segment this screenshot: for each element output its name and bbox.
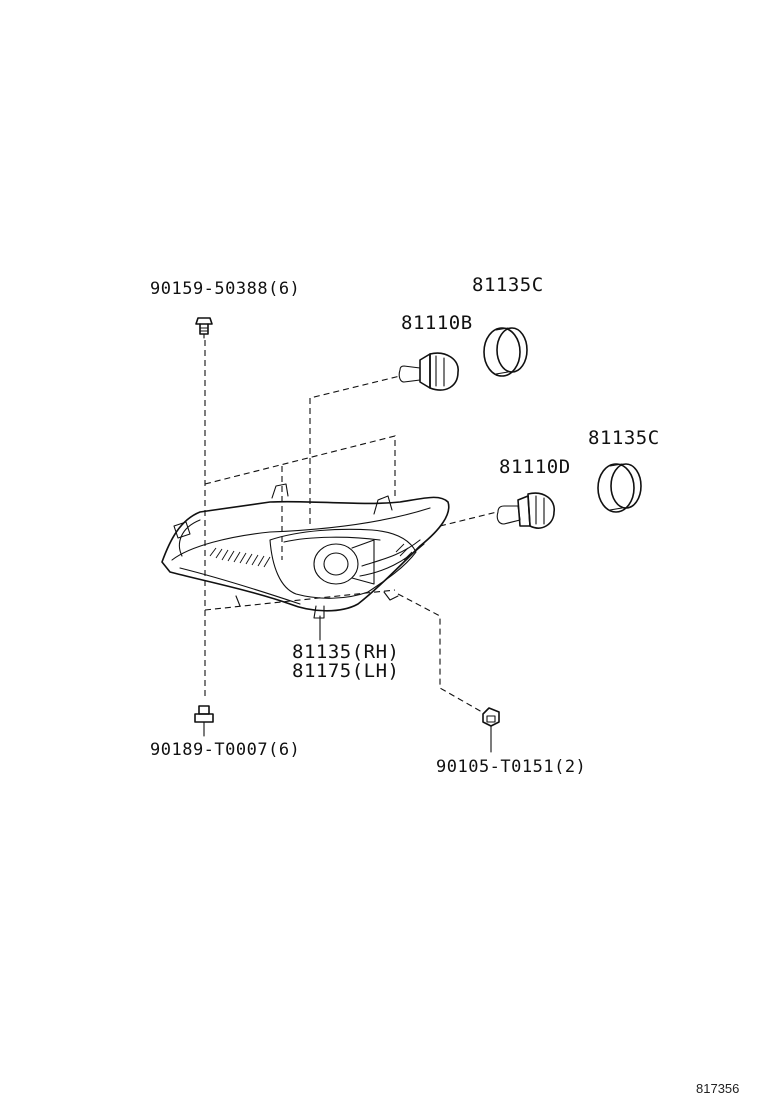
headlamp-hatching bbox=[209, 543, 413, 568]
headlamp-assembly bbox=[161, 483, 450, 619]
bulb-b-part bbox=[398, 352, 459, 391]
label-cover-top: 81135C bbox=[472, 274, 544, 296]
label-bulb-b: 81110B bbox=[401, 312, 473, 334]
label-screw-top: 90159-50388(6) bbox=[150, 279, 301, 299]
label-unit-rh: 81135(RH) bbox=[292, 641, 400, 663]
label-bulb-d: 81110D bbox=[499, 456, 571, 478]
label-screw-bottom-right: 90105-T0151(2) bbox=[436, 757, 587, 777]
label-unit-lh: 81175(LH) bbox=[292, 660, 400, 682]
cover-right-part bbox=[597, 463, 642, 513]
cover-top-part bbox=[483, 327, 528, 377]
label-cover-right: 81135C bbox=[588, 427, 660, 449]
top-screw-part bbox=[195, 317, 213, 339]
reference-number: 817356 bbox=[696, 1081, 740, 1096]
bulb-d-part bbox=[496, 492, 555, 529]
leader-lines bbox=[204, 340, 498, 713]
label-screw-bottom-left: 90189-T0007(6) bbox=[150, 740, 301, 760]
bottom-left-screw-part bbox=[194, 705, 214, 737]
bottom-right-screw-part bbox=[482, 707, 500, 753]
